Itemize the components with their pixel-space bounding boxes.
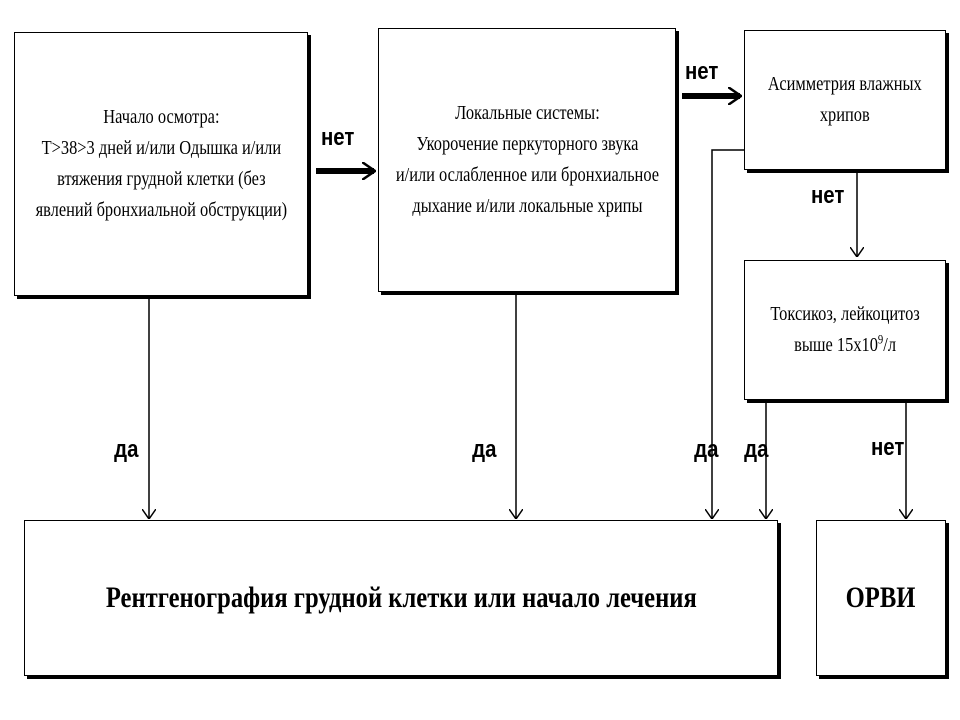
label-yes-local: да xyxy=(472,436,497,463)
local-line3: дыхание и/или локальные хрипы xyxy=(411,195,643,217)
toxic-line2-sup: 9 xyxy=(877,331,884,347)
local-line2: и/или ослабленное или бронхиальное xyxy=(395,164,659,186)
start-box: Начало осмотра: T>38>3 дней и/или Одышка… xyxy=(14,32,308,296)
start-box-text: Начало осмотра: T>38>3 дней и/или Одышка… xyxy=(35,102,287,226)
local-line1: Укорочение перкуторного звука xyxy=(416,133,638,155)
arrow-asym-to-xray xyxy=(712,149,744,518)
toxic-line2-post: /л xyxy=(883,334,896,356)
xray-box: Рентгенография грудной клетки или начало… xyxy=(24,520,778,676)
start-line3: явлений бронхиальной обструкции) xyxy=(35,199,287,221)
toxic-line2-pre: выше 15х10 xyxy=(794,334,878,356)
asym-line1: Асимметрия влажных xyxy=(768,73,922,95)
local-title: Локальные системы: xyxy=(454,102,600,124)
local-box-text: Локальные системы: Укорочение перкуторно… xyxy=(395,98,658,222)
orvi-box-text: ОРВИ xyxy=(846,575,916,622)
asym-line2: хрипов xyxy=(820,104,870,126)
local-box: Локальные системы: Укорочение перкуторно… xyxy=(378,28,676,292)
label-yes-start: да xyxy=(114,436,139,463)
asymmetry-box: Асимметрия влажных хрипов xyxy=(744,30,946,170)
start-line2: втяжения грудной клетки (без xyxy=(56,168,266,190)
orvi-box: ОРВИ xyxy=(816,520,946,676)
xray-text: Рентгенография грудной клетки или начало… xyxy=(105,580,697,614)
label-no-asym: нет xyxy=(810,182,845,209)
start-line1: T>38>3 дней и/или Одышка и/или xyxy=(41,137,281,159)
toxic-line2: выше 15х109/л xyxy=(770,330,919,361)
toxicosis-box-text: Токсикоз, лейкоцитоз выше 15х109/л xyxy=(770,299,919,361)
start-title: Начало осмотра: xyxy=(102,106,220,128)
toxicosis-box: Токсикоз, лейкоцитоз выше 15х109/л xyxy=(744,260,946,400)
orvi-text: ОРВИ xyxy=(846,580,916,614)
label-yes-toxic: да xyxy=(744,436,769,463)
label-no-local: нет xyxy=(684,58,719,85)
xray-box-text: Рентгенография грудной клетки или начало… xyxy=(106,575,697,622)
asymmetry-box-text: Асимметрия влажных хрипов xyxy=(768,69,922,131)
label-no-start: нет xyxy=(320,124,355,151)
label-no-toxic: нет xyxy=(870,434,905,461)
toxic-line1: Токсикоз, лейкоцитоз xyxy=(770,303,920,325)
label-yes-asym: да xyxy=(694,436,719,463)
